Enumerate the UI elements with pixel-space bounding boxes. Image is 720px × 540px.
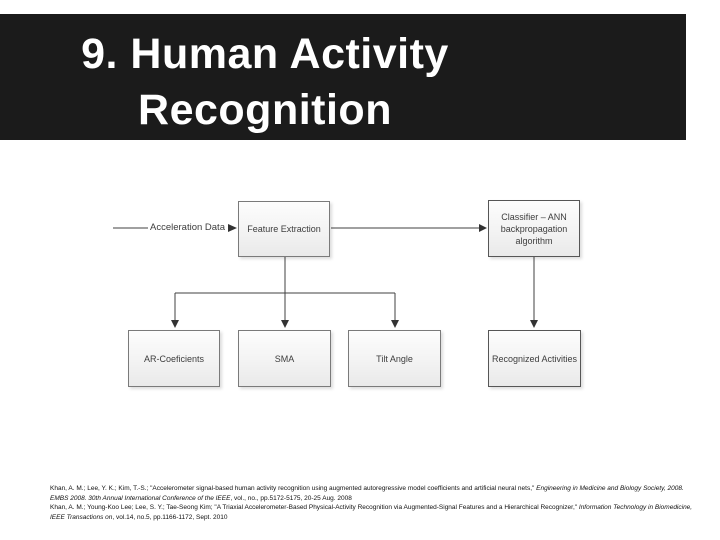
references: Khan, A. M.; Lee, Y. K.; Kim, T.-S.; "Ac… (50, 484, 698, 522)
citation-details: , vol., no., pp.5172-5175, 20-25 Aug. 20… (230, 494, 352, 502)
box-sma: SMA (238, 330, 331, 387)
box-label: Recognized Activities (491, 353, 578, 364)
arrowhead-into-feature-extraction (228, 224, 237, 232)
box-label: Tilt Angle (376, 353, 413, 364)
arrowhead-into-sma (281, 320, 289, 328)
box-label: Feature Extraction (247, 224, 321, 234)
arrowhead-into-recognized (530, 320, 538, 328)
citation-authors-title: Khan, A. M.; Lee, Y. K.; Kim, T.-S.; "Ac… (50, 485, 537, 492)
arrowhead-into-classifier (479, 224, 487, 232)
arrowhead-into-ar (171, 320, 179, 328)
input-label-acceleration-data: Acceleration Data (150, 222, 225, 233)
citation-venue: Information Technology in Biomedicine, I… (50, 504, 693, 521)
page-title: 9. Human Activity Recognition (81, 30, 449, 134)
citation-venue: Engineering in Medicine and Biology Soci… (50, 485, 684, 502)
box-label: SMA (274, 353, 295, 364)
citation-details: , vol.14, no.5, pp.1166-1172, Sept. 2010 (112, 513, 228, 521)
title-bar: 9. Human Activity Recognition (0, 14, 686, 140)
citation-2: Khan, A. M.; Young-Koo Lee; Lee, S. Y.; … (50, 503, 698, 522)
box-label: AR-Coeficients (143, 353, 205, 364)
box-tilt-angle: Tilt Angle (348, 330, 441, 387)
box-ar-coeficients: AR-Coeficients (128, 330, 220, 387)
citation-authors-title: Khan, A. M.; Young-Koo Lee; Lee, S. Y.; … (50, 504, 579, 512)
box-classifier-ann: Classifier – ANN backpropagation algorit… (488, 200, 580, 257)
arrowhead-into-tilt (391, 320, 399, 328)
box-label: Classifier – ANN backpropagation algorit… (500, 211, 568, 246)
box-feature-extraction: Feature Extraction (238, 201, 330, 257)
box-recognized-activities: Recognized Activities (488, 330, 581, 387)
citation-1: Khan, A. M.; Lee, Y. K.; Kim, T.-S.; "Ac… (50, 484, 698, 503)
